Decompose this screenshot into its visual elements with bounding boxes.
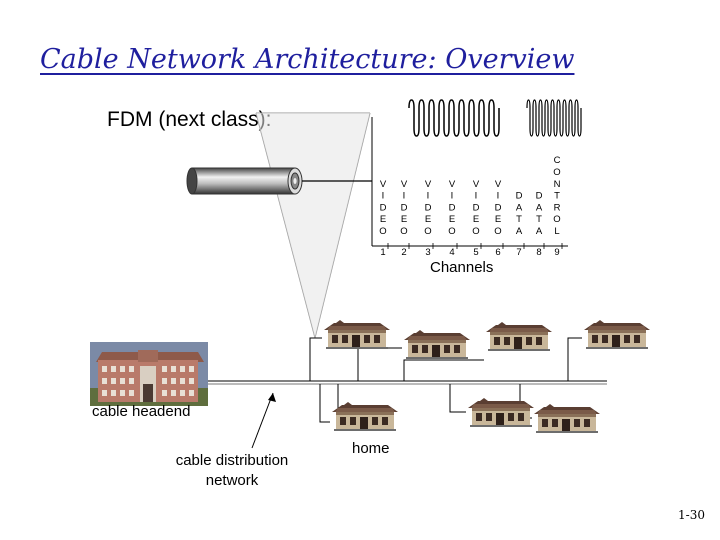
channel-letter: O bbox=[472, 226, 479, 237]
channel-number: 5 bbox=[473, 247, 478, 258]
channels-caption: Channels bbox=[430, 259, 494, 276]
channel-letter: A bbox=[516, 226, 523, 237]
channel-letter: D bbox=[516, 191, 523, 202]
channel-letter: I bbox=[451, 191, 454, 202]
coax-cable-icon bbox=[186, 167, 372, 195]
channel-letter: E bbox=[495, 214, 501, 225]
channel-letter: I bbox=[427, 191, 430, 202]
channel-letter: D bbox=[495, 202, 502, 213]
channel-number: 8 bbox=[536, 247, 541, 258]
channel-letter: D bbox=[380, 202, 387, 213]
home-label: home bbox=[352, 440, 390, 457]
channel-letter: C bbox=[554, 155, 561, 166]
channel-number: 6 bbox=[495, 247, 500, 258]
channel-letter: T bbox=[536, 214, 542, 225]
channel-letter: T bbox=[554, 191, 560, 202]
channel-letter: O bbox=[448, 226, 455, 237]
waveform-low bbox=[408, 99, 500, 137]
page-title: Cable Network Architecture: Overview bbox=[40, 44, 575, 75]
house-icon bbox=[332, 402, 398, 431]
house-icon bbox=[584, 320, 650, 349]
channel-letter: D bbox=[401, 202, 408, 213]
headend-building-icon bbox=[90, 342, 208, 406]
zoom-callout bbox=[255, 112, 371, 339]
channel-number: 7 bbox=[516, 247, 521, 258]
channel-letter: A bbox=[516, 202, 523, 213]
channel-letter: D bbox=[449, 202, 456, 213]
channel-letter: I bbox=[497, 191, 500, 202]
page-number: 1-30 bbox=[678, 508, 705, 522]
channel-letter: E bbox=[425, 214, 431, 225]
channel-letter: A bbox=[536, 226, 543, 237]
channel-letter: I bbox=[475, 191, 478, 202]
frequency-axes bbox=[371, 117, 568, 247]
channel-letter: E bbox=[449, 214, 455, 225]
channel-columns: VIDEO1VIDEO2VIDEO3VIDEO4VIDEO5VIDEO6DATA… bbox=[379, 155, 563, 258]
channel-number: 4 bbox=[449, 247, 454, 258]
channel-letter: V bbox=[449, 179, 456, 190]
house-icon bbox=[468, 398, 534, 427]
channel-letter: O bbox=[400, 226, 407, 237]
channel-number: 2 bbox=[401, 247, 406, 258]
channel-letter: E bbox=[380, 214, 386, 225]
channel-letter: A bbox=[536, 202, 543, 213]
channel-letter: D bbox=[425, 202, 432, 213]
channel-letter: D bbox=[473, 202, 480, 213]
distribution-network-label: cable distribution network bbox=[172, 451, 292, 491]
channel-letter: E bbox=[473, 214, 479, 225]
channel-letter: E bbox=[401, 214, 407, 225]
channel-letter: I bbox=[403, 191, 406, 202]
channel-number: 9 bbox=[554, 247, 559, 258]
channel-letter: O bbox=[379, 226, 386, 237]
channel-letter: L bbox=[554, 226, 559, 237]
fdm-label: FDM (next class): bbox=[107, 108, 272, 131]
channel-letter: V bbox=[380, 179, 387, 190]
channel-letter: O bbox=[553, 214, 560, 225]
house-icon bbox=[324, 320, 390, 349]
distribution-label-line2: network bbox=[205, 472, 259, 489]
channel-number: 3 bbox=[425, 247, 430, 258]
channel-letter: V bbox=[401, 179, 408, 190]
channel-letter: T bbox=[516, 214, 522, 225]
channel-letter: V bbox=[425, 179, 432, 190]
headend-label: cable headend bbox=[92, 403, 191, 420]
channel-letter: I bbox=[382, 191, 385, 202]
house-icon bbox=[534, 404, 600, 433]
channel-letter: D bbox=[536, 191, 543, 202]
distribution-label-line1: cable distribution bbox=[175, 452, 289, 469]
channel-letter: N bbox=[554, 179, 561, 190]
channel-letter: O bbox=[494, 226, 501, 237]
house-icon bbox=[404, 330, 470, 359]
house-icon bbox=[486, 322, 552, 351]
channel-number: 1 bbox=[380, 247, 385, 258]
channel-letter: V bbox=[495, 179, 502, 190]
channel-letter: V bbox=[473, 179, 480, 190]
channel-letter: R bbox=[554, 202, 561, 213]
distribution-pointer-arrow bbox=[251, 392, 276, 449]
channel-letter: O bbox=[424, 226, 431, 237]
waveform-high bbox=[526, 99, 582, 137]
channel-letter: O bbox=[553, 167, 560, 178]
